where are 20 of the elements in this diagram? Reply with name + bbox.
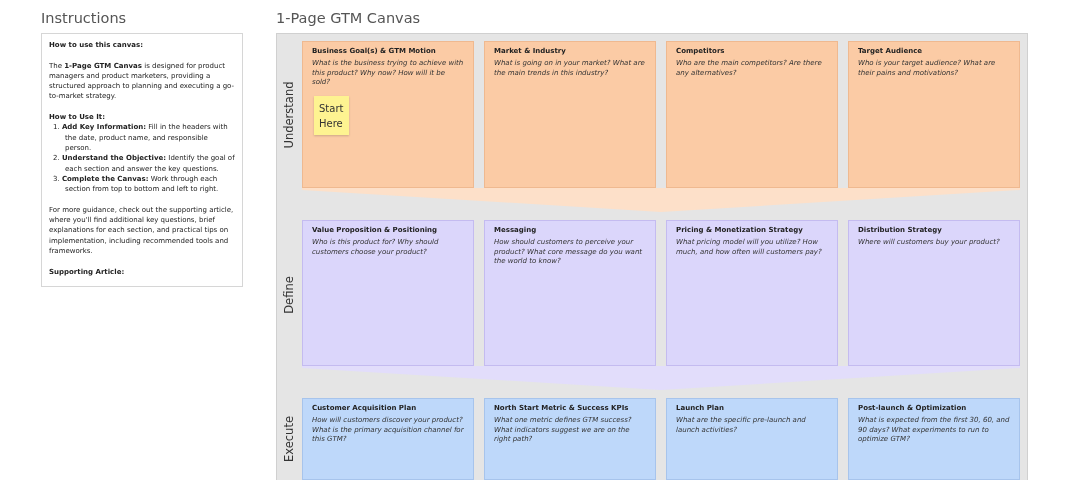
flow-chevron <box>302 366 1020 390</box>
section-card <box>302 41 474 188</box>
phase-label: Understand <box>282 81 296 149</box>
section-card <box>302 398 474 480</box>
phase-label: Execute <box>282 416 296 462</box>
section-card <box>484 398 656 480</box>
sticky-note: Start Here <box>314 96 350 135</box>
section-card <box>848 398 1020 480</box>
section-card <box>666 398 838 480</box>
section-card <box>484 41 656 188</box>
canvas-title: 1-Page GTM Canvas <box>276 9 421 28</box>
section-card <box>666 220 838 366</box>
section-card <box>666 41 838 188</box>
flow-chevron <box>302 188 1020 212</box>
panel-title: Instructions <box>41 9 127 28</box>
section-card <box>484 220 656 366</box>
section-card <box>848 220 1020 366</box>
section-card <box>848 41 1020 188</box>
section-card <box>302 220 474 366</box>
phase-label: Define <box>282 276 296 314</box>
